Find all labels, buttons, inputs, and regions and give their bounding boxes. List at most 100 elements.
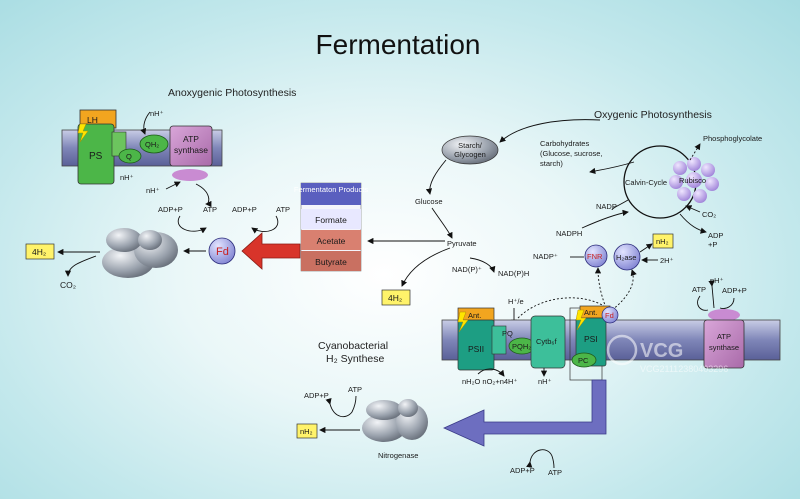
dashed-arrow-fd-fnr — [594, 267, 607, 309]
carbohydrates-line-1: Carbohydrates — [540, 139, 589, 148]
rubisco-cluster — [669, 157, 719, 203]
carbohydrates-line-3: starch) — [540, 159, 563, 168]
atp-label: ATP — [203, 205, 217, 214]
qh2-carrier — [139, 134, 169, 154]
left-atp-label: ATP — [276, 205, 290, 214]
ps-label: PS — [89, 151, 103, 162]
arrow-nad-cycle — [469, 257, 496, 273]
fermentation-header-bg — [301, 183, 361, 205]
carbohydrates-line-2: (Glucose, sucrose, — [540, 149, 603, 158]
oxygenic-title: Oxygenic Photosynthesis — [594, 109, 712, 121]
arrow-nh-left — [165, 181, 181, 190]
arrow-nadph-to-calvin — [581, 209, 629, 229]
co2-label-left: CO₂ — [60, 280, 76, 290]
arrow-co2-in — [685, 205, 701, 213]
h2-label-center: 4H₂ — [388, 293, 402, 303]
q-carrier — [118, 148, 142, 164]
arrow-nh-right — [708, 280, 715, 309]
acetate-label: Acetate — [317, 236, 346, 246]
adp-p-right-1: ADP — [708, 231, 723, 240]
fermentation-header: Fermentaton Products — [294, 185, 368, 194]
blue-arrow — [443, 379, 607, 447]
dashed-electron-path — [517, 297, 605, 319]
butyrate-label: Butyrate — [315, 257, 347, 267]
h2-box-left — [25, 243, 55, 260]
h2-box-center — [381, 289, 411, 306]
arrow-water-split — [477, 368, 505, 377]
h2o-line-label: nH₂O nO₂+n4H⁺ — [462, 377, 517, 386]
acetate-row — [301, 230, 361, 250]
lightning-icon-psii — [457, 311, 469, 333]
co2-label-right: CO₂ — [702, 210, 716, 219]
nadp-plus-right: NADP⁺ — [533, 252, 558, 261]
arrow-bottom-cycle-2 — [526, 449, 555, 469]
lightning-icon-psi — [575, 309, 587, 331]
atp-right-label: ATP — [692, 285, 706, 294]
fd-circle-left — [208, 237, 236, 265]
arrow-atp-right — [697, 295, 709, 311]
h2ase-circle — [613, 243, 641, 271]
anoxygenic-title: Anoxygenic Photosynthesis — [168, 87, 296, 99]
nadp-plus-center: NAD(P)⁺ — [452, 265, 482, 274]
nh-right-label: nH⁺ — [710, 276, 724, 285]
qh2-label: QH₂ — [145, 140, 159, 149]
pc-label: PC — [578, 356, 589, 365]
nadp-label: NADP — [596, 202, 617, 211]
phosphoglycolate-label: Phosphoglycolate — [703, 134, 762, 143]
atp-synthase-label-2: synthase — [174, 145, 208, 155]
ant2-label: Ant. — [584, 308, 597, 317]
arrow-left-cycle-2 — [251, 215, 279, 234]
nh-membrane-label: nH⁺ — [538, 377, 552, 386]
watermark-code: VCG21112380403296 — [640, 364, 728, 374]
pq-label: PQ — [502, 329, 513, 338]
pyruvate-label: Pyruvate — [447, 239, 477, 248]
watermark-logo: VCG — [640, 340, 683, 362]
arrow-carbs-to-starch — [499, 119, 601, 143]
arrow-to-phosphoglycolate — [689, 143, 701, 161]
nh2-box-right — [652, 233, 674, 249]
psi-label: PSI — [584, 334, 598, 344]
fd-label-membrane: Fd — [605, 311, 614, 320]
nitrogenase-blob — [362, 399, 428, 442]
atp-synthase-anoxygenic — [169, 125, 213, 167]
fd-label-left: Fd — [216, 246, 229, 258]
lightning-icon — [77, 123, 89, 143]
h2ase-label: H₂ase — [616, 253, 636, 262]
arrow-to-co2-left — [64, 255, 97, 277]
nadph-center: NAD(P)H — [498, 269, 529, 278]
nh2-label-bottom: nH₂ — [300, 427, 313, 436]
adp-p-label: ADP+P — [158, 205, 183, 214]
starch-label-2: Glycogen — [454, 150, 486, 159]
q-label: Q — [126, 152, 132, 161]
h-e-label: H⁺/e — [508, 297, 524, 306]
watermark: VCG VCG21112380403296 — [606, 334, 728, 374]
lh-label: LH — [87, 115, 98, 125]
nh-top-label: nH⁺ — [150, 109, 164, 118]
nh2-box-bottom — [296, 423, 318, 439]
adp-p-right2-label: ADP+P — [722, 286, 747, 295]
psii-subunit — [491, 325, 507, 355]
fd-circle-membrane — [601, 306, 619, 324]
arrow-starch-to-glucose — [425, 159, 447, 195]
arrow-adp-right — [719, 297, 735, 309]
cytb6f-label: Cytb₆f — [536, 337, 557, 346]
cyano-title-2: H₂ Synthese — [326, 353, 385, 365]
bottom-atp2-label: ATP — [548, 468, 562, 477]
pc-carrier — [571, 352, 597, 368]
adp-p-right-2: +P — [708, 240, 717, 249]
pqh2-label: PQH₂ — [512, 342, 531, 351]
atp-synthase-right — [703, 319, 745, 369]
arrow-to-adp — [679, 213, 707, 234]
formate-row — [301, 209, 361, 229]
arrow-bottom-cycle — [325, 395, 357, 418]
cytb6f-complex — [530, 315, 566, 369]
atp-synthase-right-label-2: synthase — [709, 343, 739, 352]
arrow-atp-anoxygenic — [195, 183, 212, 208]
cyano-title-1: Cyanobacterial — [318, 340, 388, 352]
red-arrow — [241, 232, 301, 270]
arrow-h2ase-to-h2 — [639, 243, 653, 253]
bottom-adp-p2-label: ADP+P — [510, 466, 535, 475]
formate-label: Formate — [315, 215, 347, 225]
fermentation-products-box: Fermentaton Products Formate Acetate But… — [294, 182, 368, 272]
